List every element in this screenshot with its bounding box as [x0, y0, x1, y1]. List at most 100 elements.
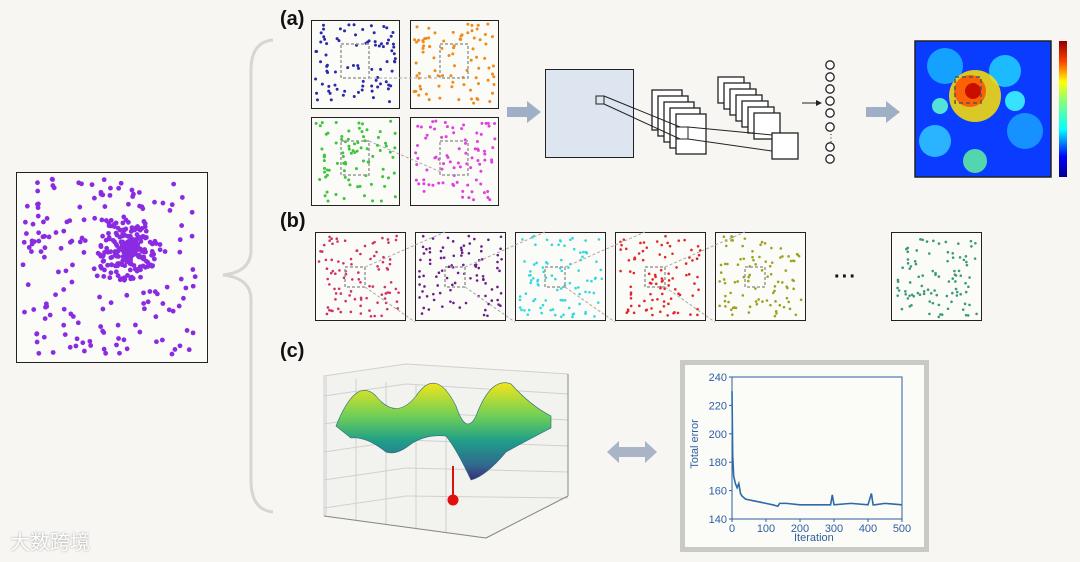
error-series-line	[731, 391, 903, 508]
kernel-box	[595, 95, 605, 105]
point	[342, 261, 345, 265]
guide-line	[464, 231, 546, 268]
point	[673, 287, 677, 291]
point	[371, 154, 375, 158]
cluster-point	[142, 224, 148, 230]
cluster-point	[115, 261, 121, 267]
point	[460, 127, 464, 131]
point	[341, 151, 345, 155]
point	[697, 288, 700, 292]
point	[115, 322, 121, 328]
point	[477, 266, 481, 270]
guide-line	[368, 140, 442, 173]
fc-arrowhead	[816, 100, 822, 106]
window-box	[644, 266, 666, 288]
point	[483, 158, 487, 162]
point	[101, 177, 107, 183]
point	[427, 75, 431, 79]
point	[359, 280, 362, 284]
point	[391, 30, 395, 34]
point	[685, 273, 688, 277]
panel-label-c: (c)	[280, 340, 305, 362]
point	[362, 135, 366, 139]
point	[373, 240, 376, 244]
point	[775, 312, 778, 315]
point	[437, 181, 441, 185]
cluster-point	[100, 233, 106, 239]
cluster-point	[102, 250, 107, 255]
point	[718, 304, 721, 308]
point	[373, 254, 376, 258]
point	[448, 160, 452, 164]
point	[418, 84, 422, 88]
point	[797, 254, 801, 258]
window-box	[954, 76, 982, 104]
cluster-point	[111, 224, 117, 229]
point	[619, 248, 622, 251]
point	[900, 307, 904, 311]
cluster-point	[142, 247, 148, 252]
point	[562, 313, 565, 317]
point	[385, 60, 389, 64]
point	[388, 262, 392, 266]
point	[378, 149, 382, 153]
cluster-point	[157, 242, 163, 247]
point	[649, 292, 652, 296]
cluster-point	[125, 233, 131, 239]
point	[393, 60, 397, 64]
point	[957, 269, 961, 273]
point	[733, 280, 737, 284]
point	[766, 275, 769, 278]
point	[352, 23, 356, 27]
heat-blob	[963, 149, 987, 173]
grid-line	[323, 467, 407, 481]
point	[340, 134, 344, 138]
point	[536, 279, 539, 283]
point	[369, 24, 373, 28]
point	[487, 66, 491, 70]
point	[124, 346, 130, 352]
point	[474, 178, 478, 182]
point	[177, 237, 183, 243]
point	[35, 180, 40, 186]
cluster-point	[157, 247, 163, 253]
point	[334, 298, 337, 301]
point	[959, 292, 962, 296]
point	[391, 42, 395, 46]
point	[727, 300, 730, 304]
point	[350, 262, 353, 266]
point	[490, 288, 494, 291]
point	[167, 207, 173, 213]
point	[451, 52, 455, 56]
point	[916, 291, 920, 295]
point	[381, 260, 385, 264]
point	[450, 85, 454, 89]
point	[162, 249, 168, 254]
point	[632, 311, 636, 315]
point	[658, 253, 662, 256]
x-tick-label: 100	[757, 523, 775, 535]
point	[451, 240, 455, 243]
point	[357, 121, 361, 125]
point	[145, 299, 151, 305]
point	[101, 346, 107, 352]
point	[152, 199, 157, 205]
point	[348, 294, 351, 297]
point	[38, 249, 44, 255]
point	[462, 83, 466, 87]
point	[632, 271, 636, 275]
point	[921, 238, 925, 242]
point	[42, 245, 48, 251]
subsample-b5	[715, 232, 806, 321]
point	[953, 269, 956, 273]
point	[381, 175, 385, 179]
point	[98, 263, 103, 269]
point	[368, 284, 371, 288]
point	[629, 291, 633, 294]
cnn-architecture: ⋮	[595, 60, 836, 164]
point	[683, 238, 686, 242]
point	[347, 129, 351, 133]
point	[417, 71, 421, 75]
point	[176, 303, 182, 309]
point	[622, 238, 626, 241]
